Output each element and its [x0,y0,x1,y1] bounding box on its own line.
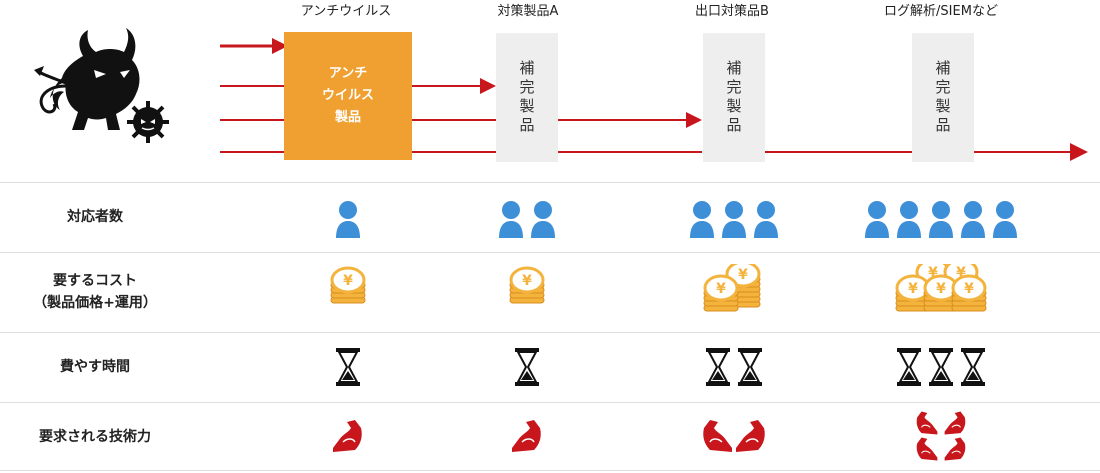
svg-text:¥: ¥ [936,281,946,297]
svg-text:¥: ¥ [928,265,938,281]
cell-staff-siem [864,198,1018,242]
person-icon [499,201,523,238]
supplement-label: 補完製品 [517,59,536,136]
flexed-arm-group [914,410,967,462]
hourglass-icon [897,348,921,386]
svg-text:¥: ¥ [956,265,966,281]
antivirus-box-label-1: アンチ [328,66,368,81]
flexed-arm-icon [944,437,966,461]
svg-text:¥: ¥ [964,281,974,297]
cell-time-antivirus [335,346,361,388]
row-label-cost: 要するコスト （製品価格+運用） [0,270,190,314]
cell-time-product-a [514,346,540,388]
column-header-antivirus: アンチウイルス [300,4,392,19]
column-header-siem: ログ解析/SIEMなど [884,4,998,19]
cell-skill-antivirus [331,414,365,458]
flexed-arm-icon [703,420,732,452]
attack-flow-arrows [220,38,1088,161]
row-label-staff: 対応者数 [67,209,123,225]
supplement-box-siem: 補完製品 [912,33,974,162]
row-label-time: 費やす時間 [60,359,130,375]
svg-text:¥: ¥ [908,281,918,297]
coin-stack-icon: ¥¥ [703,264,761,312]
row-divider [0,470,1100,471]
person-icon [690,201,714,238]
person-icon [754,201,778,238]
coin-stack-icon: ¥ [509,266,545,304]
cell-time-product-b [705,346,763,388]
cell-cost-product-b: ¥¥ [699,264,769,322]
flexed-arm-icon [736,420,765,452]
coin-stack-icon: ¥ [330,266,366,304]
antivirus-product-box: アンチ ウイルス 製品 [284,32,412,160]
row-divider [0,252,1100,253]
row-label-cost-line1: 要するコスト [53,273,137,289]
svg-text:¥: ¥ [343,273,353,289]
person-icon [865,201,889,238]
flexed-arm-icon [512,420,541,452]
hourglass-icon [961,348,985,386]
flexed-arm-icon [916,437,938,461]
antivirus-box-label-2: ウイルス [321,88,374,103]
hourglass-icon [706,348,730,386]
cell-cost-antivirus: ¥ [326,264,370,322]
row-divider [0,332,1100,333]
flexed-arm-icon [916,411,938,435]
supplement-label: 補完製品 [724,59,743,136]
person-icon [993,201,1017,238]
cell-time-siem [896,346,986,388]
hourglass-icon [336,348,360,386]
hourglass-icon [738,348,762,386]
cell-staff-product-a [498,198,556,242]
hourglass-icon [929,348,953,386]
cell-staff-antivirus [335,198,361,242]
person-icon [722,201,746,238]
row-label-skill: 要求される技術力 [39,429,151,445]
flexed-arm-icon [944,411,966,435]
supplement-box-a: 補完製品 [496,33,558,162]
cell-cost-siem: ¥¥¥¥¥ [893,264,989,322]
person-icon [961,201,985,238]
cell-skill-siem [904,411,978,461]
virus-icon [127,101,169,143]
svg-text:¥: ¥ [522,273,532,289]
cell-skill-product-b [700,414,768,458]
row-divider [0,402,1100,403]
supplement-box-b: 補完製品 [703,33,765,162]
coin-stack-icon: ¥¥¥¥¥ [895,264,987,312]
person-icon [929,201,953,238]
column-header-product-a: 対策製品A [497,4,559,19]
row-label-cost-line2: （製品価格+運用） [33,295,157,311]
cell-skill-product-a [510,414,544,458]
person-icon [897,201,921,238]
antivirus-box-label-3: 製品 [334,110,361,125]
row-divider [0,182,1100,183]
svg-text:¥: ¥ [716,281,726,297]
cell-cost-product-a: ¥ [505,264,549,322]
flexed-arm-icon [333,420,362,452]
svg-text:¥: ¥ [738,267,748,283]
devil-threat-icon [34,28,169,143]
person-icon [336,201,360,238]
column-header-product-b: 出口対策品B [695,4,769,19]
supplement-label: 補完製品 [933,59,952,136]
cell-staff-product-b [689,198,779,242]
person-icon [531,201,555,238]
hourglass-icon [515,348,539,386]
